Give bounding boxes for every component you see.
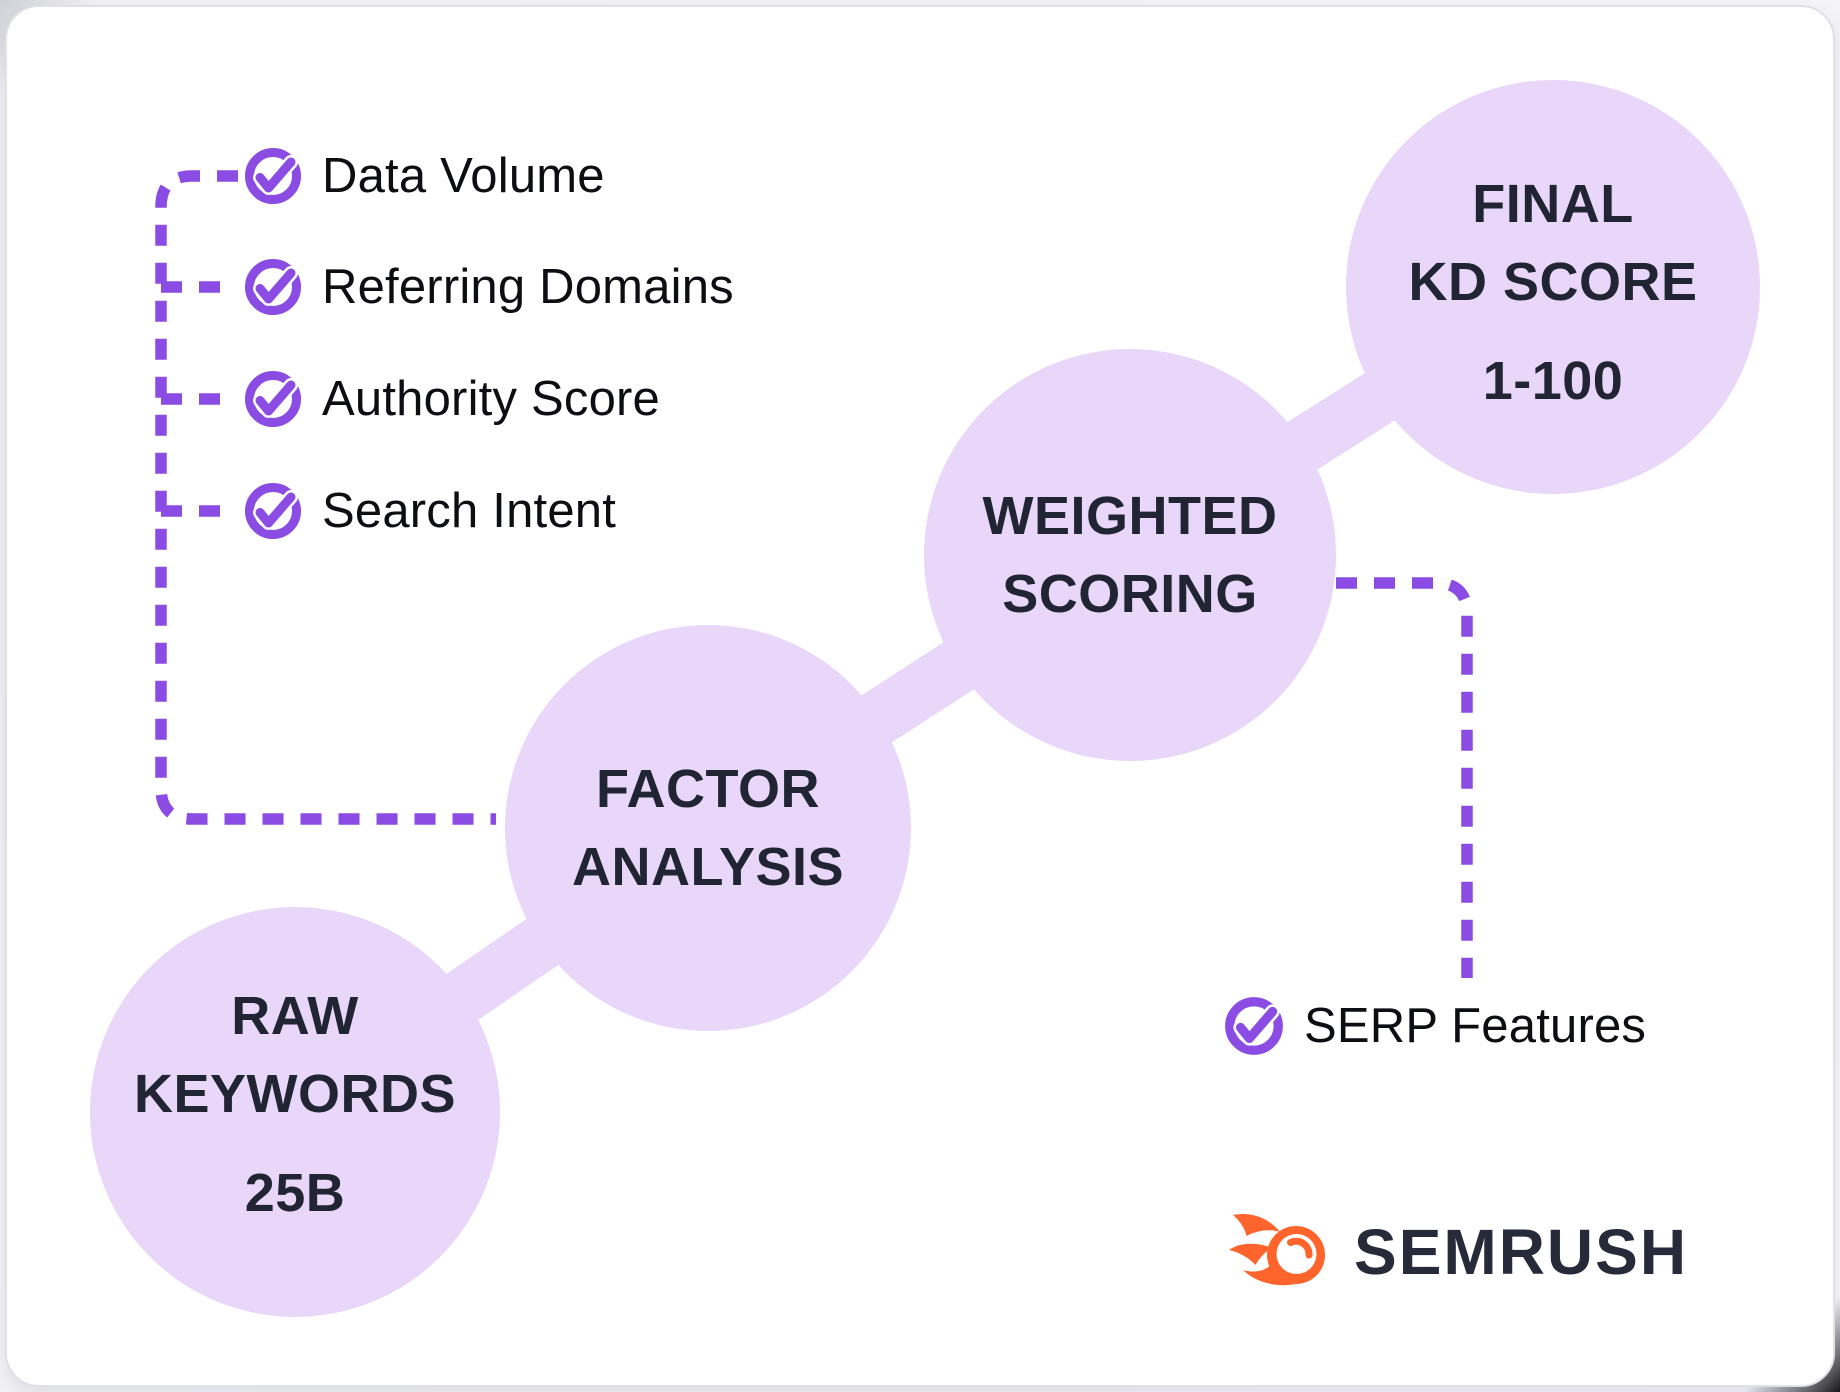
step-value: 25B bbox=[244, 1163, 346, 1223]
factor-label: Authority Score bbox=[322, 372, 660, 426]
step-circle-final-kd-score: FINAL KD SCORE 1-100 bbox=[1346, 80, 1760, 494]
step-circle-raw-keywords: RAW KEYWORDS 25B bbox=[90, 907, 500, 1317]
factor-item-serp-features: SERP Features bbox=[1221, 993, 1646, 1059]
serp-dashed-connector bbox=[1336, 577, 1473, 978]
step-title-line: FINAL bbox=[1472, 174, 1634, 234]
check-circle-icon bbox=[1225, 997, 1283, 1055]
step-title-line: KEYWORDS bbox=[133, 1064, 456, 1124]
factor-label: SERP Features bbox=[1304, 999, 1647, 1053]
check-circle-icon bbox=[245, 148, 301, 204]
step-title-line: WEIGHTED bbox=[982, 486, 1278, 546]
step-circle-weighted-scoring: WEIGHTED SCORING bbox=[924, 349, 1336, 761]
step-title-line: RAW bbox=[231, 986, 359, 1046]
factor-item-authority-score: Authority Score bbox=[241, 367, 660, 431]
step-title-line: ANALYSIS bbox=[571, 837, 845, 897]
step-title-line: FACTOR bbox=[595, 759, 820, 819]
check-circle-icon bbox=[245, 483, 301, 539]
semrush-flame-icon bbox=[1229, 1213, 1325, 1286]
factor-label: Referring Domains bbox=[322, 260, 734, 314]
semrush-wordmark: SEMRUSH bbox=[1354, 1216, 1689, 1288]
factor-item-data-volume: Data Volume bbox=[241, 144, 605, 208]
factor-item-search-intent: Search Intent bbox=[241, 479, 616, 543]
check-circle-icon bbox=[245, 259, 301, 315]
check-circle-icon bbox=[245, 371, 301, 427]
factor-item-referring-domains: Referring Domains bbox=[241, 255, 734, 319]
step-value: 1-100 bbox=[1482, 351, 1624, 411]
step-title-line: KD SCORE bbox=[1408, 252, 1698, 312]
semrush-logo: SEMRUSH bbox=[1228, 1206, 1688, 1298]
factors-dashed-connector bbox=[155, 170, 496, 825]
step-circle-factor-analysis: FACTOR ANALYSIS bbox=[505, 625, 911, 1031]
step-title-line: SCORING bbox=[1002, 564, 1258, 624]
factor-label: Search Intent bbox=[322, 484, 617, 538]
factor-label: Data Volume bbox=[322, 149, 605, 203]
